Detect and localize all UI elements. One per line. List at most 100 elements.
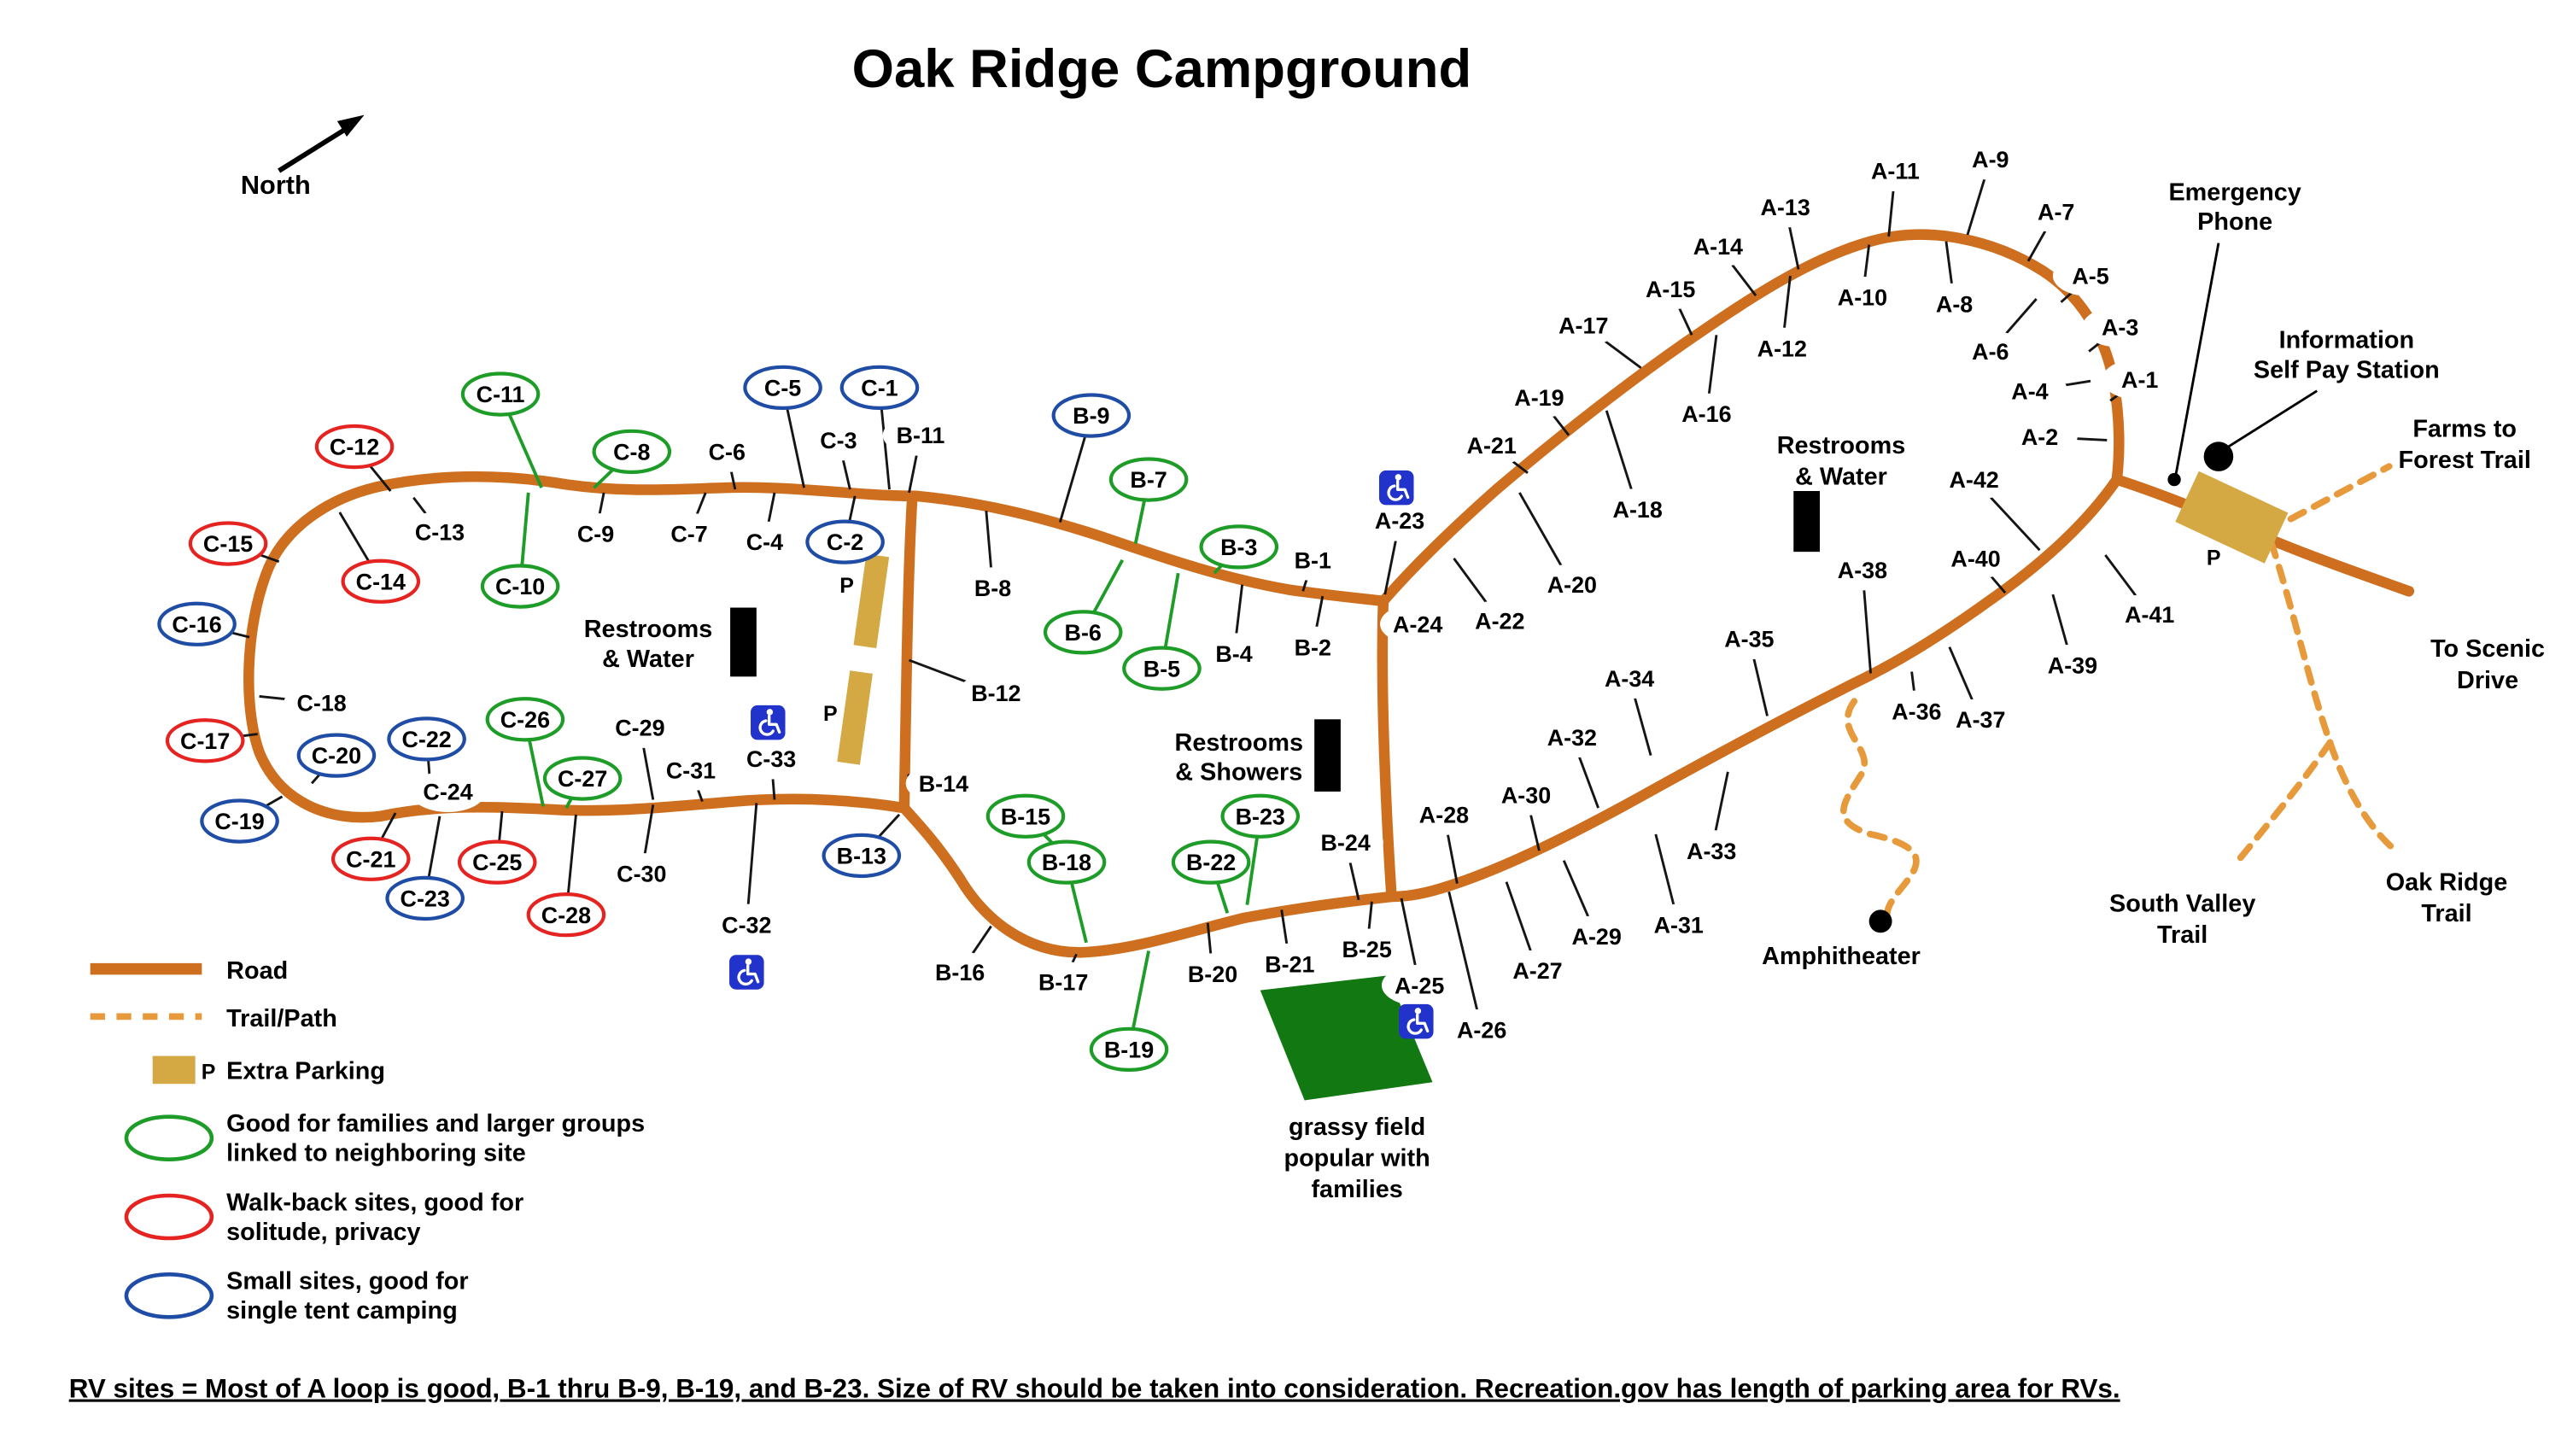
site-b-18: B-18 <box>1026 839 1107 944</box>
site-label: A-1 <box>2121 367 2158 393</box>
site-circle-green <box>1171 839 1251 885</box>
site-circle-red <box>341 558 421 604</box>
site-label-bg <box>1025 961 1102 1003</box>
site-label: C-9 <box>577 522 614 547</box>
legend-blue-label: Small sites, good for <box>226 1268 468 1295</box>
site-label: C-11 <box>477 382 525 407</box>
site-label: A-5 <box>2072 264 2108 289</box>
info-station-label: Self Pay Station <box>2254 356 2440 383</box>
legend-green-swatch <box>124 1114 214 1161</box>
site-label-bg <box>558 512 634 555</box>
site-circle-green <box>1199 524 1279 570</box>
south-valley-trail-label: Trail <box>2157 921 2208 949</box>
site-label-bg <box>1711 618 1787 660</box>
site-label-bg <box>958 672 1034 714</box>
site-c-21: C-21 <box>330 812 411 881</box>
emergency-phone-pointer <box>2174 243 2220 476</box>
site-label: C-1 <box>861 375 898 401</box>
site-label-bg <box>1936 459 2012 500</box>
site-b-3: B-3 <box>1199 524 1279 575</box>
site-label-bg <box>1462 599 1538 641</box>
site-label: B-11 <box>897 423 945 448</box>
site-circle-green <box>1108 457 1189 502</box>
site-circle-red <box>188 521 268 566</box>
site-label: A-21 <box>1467 433 1517 459</box>
site-label: A-39 <box>2048 652 2097 678</box>
site-circle-green <box>460 371 541 417</box>
site-circle-blue <box>385 875 465 921</box>
site-a-11: A-11 <box>1857 149 1933 237</box>
legend-trail-label: Trail/Path <box>226 1005 337 1032</box>
site-label-bg <box>284 682 360 724</box>
site-label-bg <box>1879 690 1955 732</box>
site-label-bg <box>1558 915 1634 957</box>
site-label: B-16 <box>935 960 985 985</box>
site-label-bg <box>882 414 959 456</box>
site-b-19: B-19 <box>1089 950 1169 1072</box>
site-label: A-9 <box>1972 147 2009 172</box>
site-label: B-25 <box>1342 937 1392 962</box>
legend-road-label: Road <box>226 957 288 985</box>
site-label: A-3 <box>2102 314 2138 340</box>
site-label: A-19 <box>1514 385 1564 411</box>
site-a-20: A-20 <box>1518 492 1611 605</box>
scenic-drive-label: To Scenic <box>2430 635 2545 663</box>
site-a-33: A-33 <box>1673 771 1750 872</box>
site-b-13: B-13 <box>822 813 902 879</box>
site-c-24: C-24 <box>410 770 486 812</box>
parking-area-c-lower <box>837 670 873 765</box>
site-a-27: A-27 <box>1500 881 1576 991</box>
site-a-8: A-8 <box>1916 241 1992 325</box>
legend-red-swatch <box>124 1193 214 1241</box>
site-a-41: A-41 <box>2104 554 2188 635</box>
restrooms-b-label: & Showers <box>1175 758 1302 786</box>
site-label-bg <box>1500 950 1576 991</box>
site-label: C-26 <box>500 707 550 733</box>
site-label-bg <box>1943 699 2019 740</box>
site-c-6: C-6 <box>689 430 765 490</box>
site-label-bg <box>1307 822 1383 863</box>
site-c-3: C-3 <box>800 419 877 490</box>
restrooms-c-label: Restrooms <box>584 616 713 643</box>
oak-ridge-trail-label: Trail <box>2421 900 2471 927</box>
site-label-bg <box>2082 306 2158 348</box>
site-label-bg <box>1680 225 1757 267</box>
site-label-bg <box>921 951 998 993</box>
site-a-36: A-36 <box>1879 671 1955 732</box>
site-label-bg <box>2034 644 2111 686</box>
site-label: B-20 <box>1188 962 1237 987</box>
legend-parking-swatch <box>152 1055 196 1085</box>
parking-areas: P P P <box>823 471 2289 765</box>
site-label-bg <box>955 567 1031 609</box>
emergency-phone-dot <box>2167 472 2181 487</box>
legend-green-label: linked to neighboring site <box>226 1140 526 1167</box>
site-a-29: A-29 <box>1558 860 1634 957</box>
site-label: B-12 <box>971 681 1020 706</box>
trail-oak-ridge <box>2267 538 2400 854</box>
site-label: C-6 <box>709 439 746 465</box>
site-circle-green <box>1089 1026 1169 1072</box>
site-label-bg <box>1952 330 2029 372</box>
grassy-field-label: popular with <box>1284 1144 1430 1172</box>
site-circle-blue <box>200 798 279 844</box>
site-a-15: A-15 <box>1632 268 1709 336</box>
site-label: A-2 <box>2021 424 2058 450</box>
site-b-6: B-6 <box>1043 558 1125 655</box>
site-a-21: A-21 <box>1453 424 1529 474</box>
site-label-bg <box>709 903 785 945</box>
site-label: A-17 <box>1558 313 1608 338</box>
site-circle-red <box>330 836 411 881</box>
site-label: A-36 <box>1892 699 1941 724</box>
site-c-31: C-31 <box>652 749 729 802</box>
site-c-19: C-19 <box>200 795 284 844</box>
poi-labels: Restrooms & Water Restrooms & Showers Re… <box>584 179 2545 1203</box>
grassy-field-label: families <box>1311 1176 1402 1203</box>
parking-p-label: P <box>2207 547 2221 570</box>
grassy-field-label: grassy field <box>1289 1114 1425 1141</box>
site-a-35: A-35 <box>1711 618 1787 716</box>
site-label-bg <box>401 512 478 553</box>
site-label: B-7 <box>1130 467 1167 493</box>
site-b-16: B-16 <box>921 925 998 993</box>
site-label: A-4 <box>2011 378 2048 404</box>
